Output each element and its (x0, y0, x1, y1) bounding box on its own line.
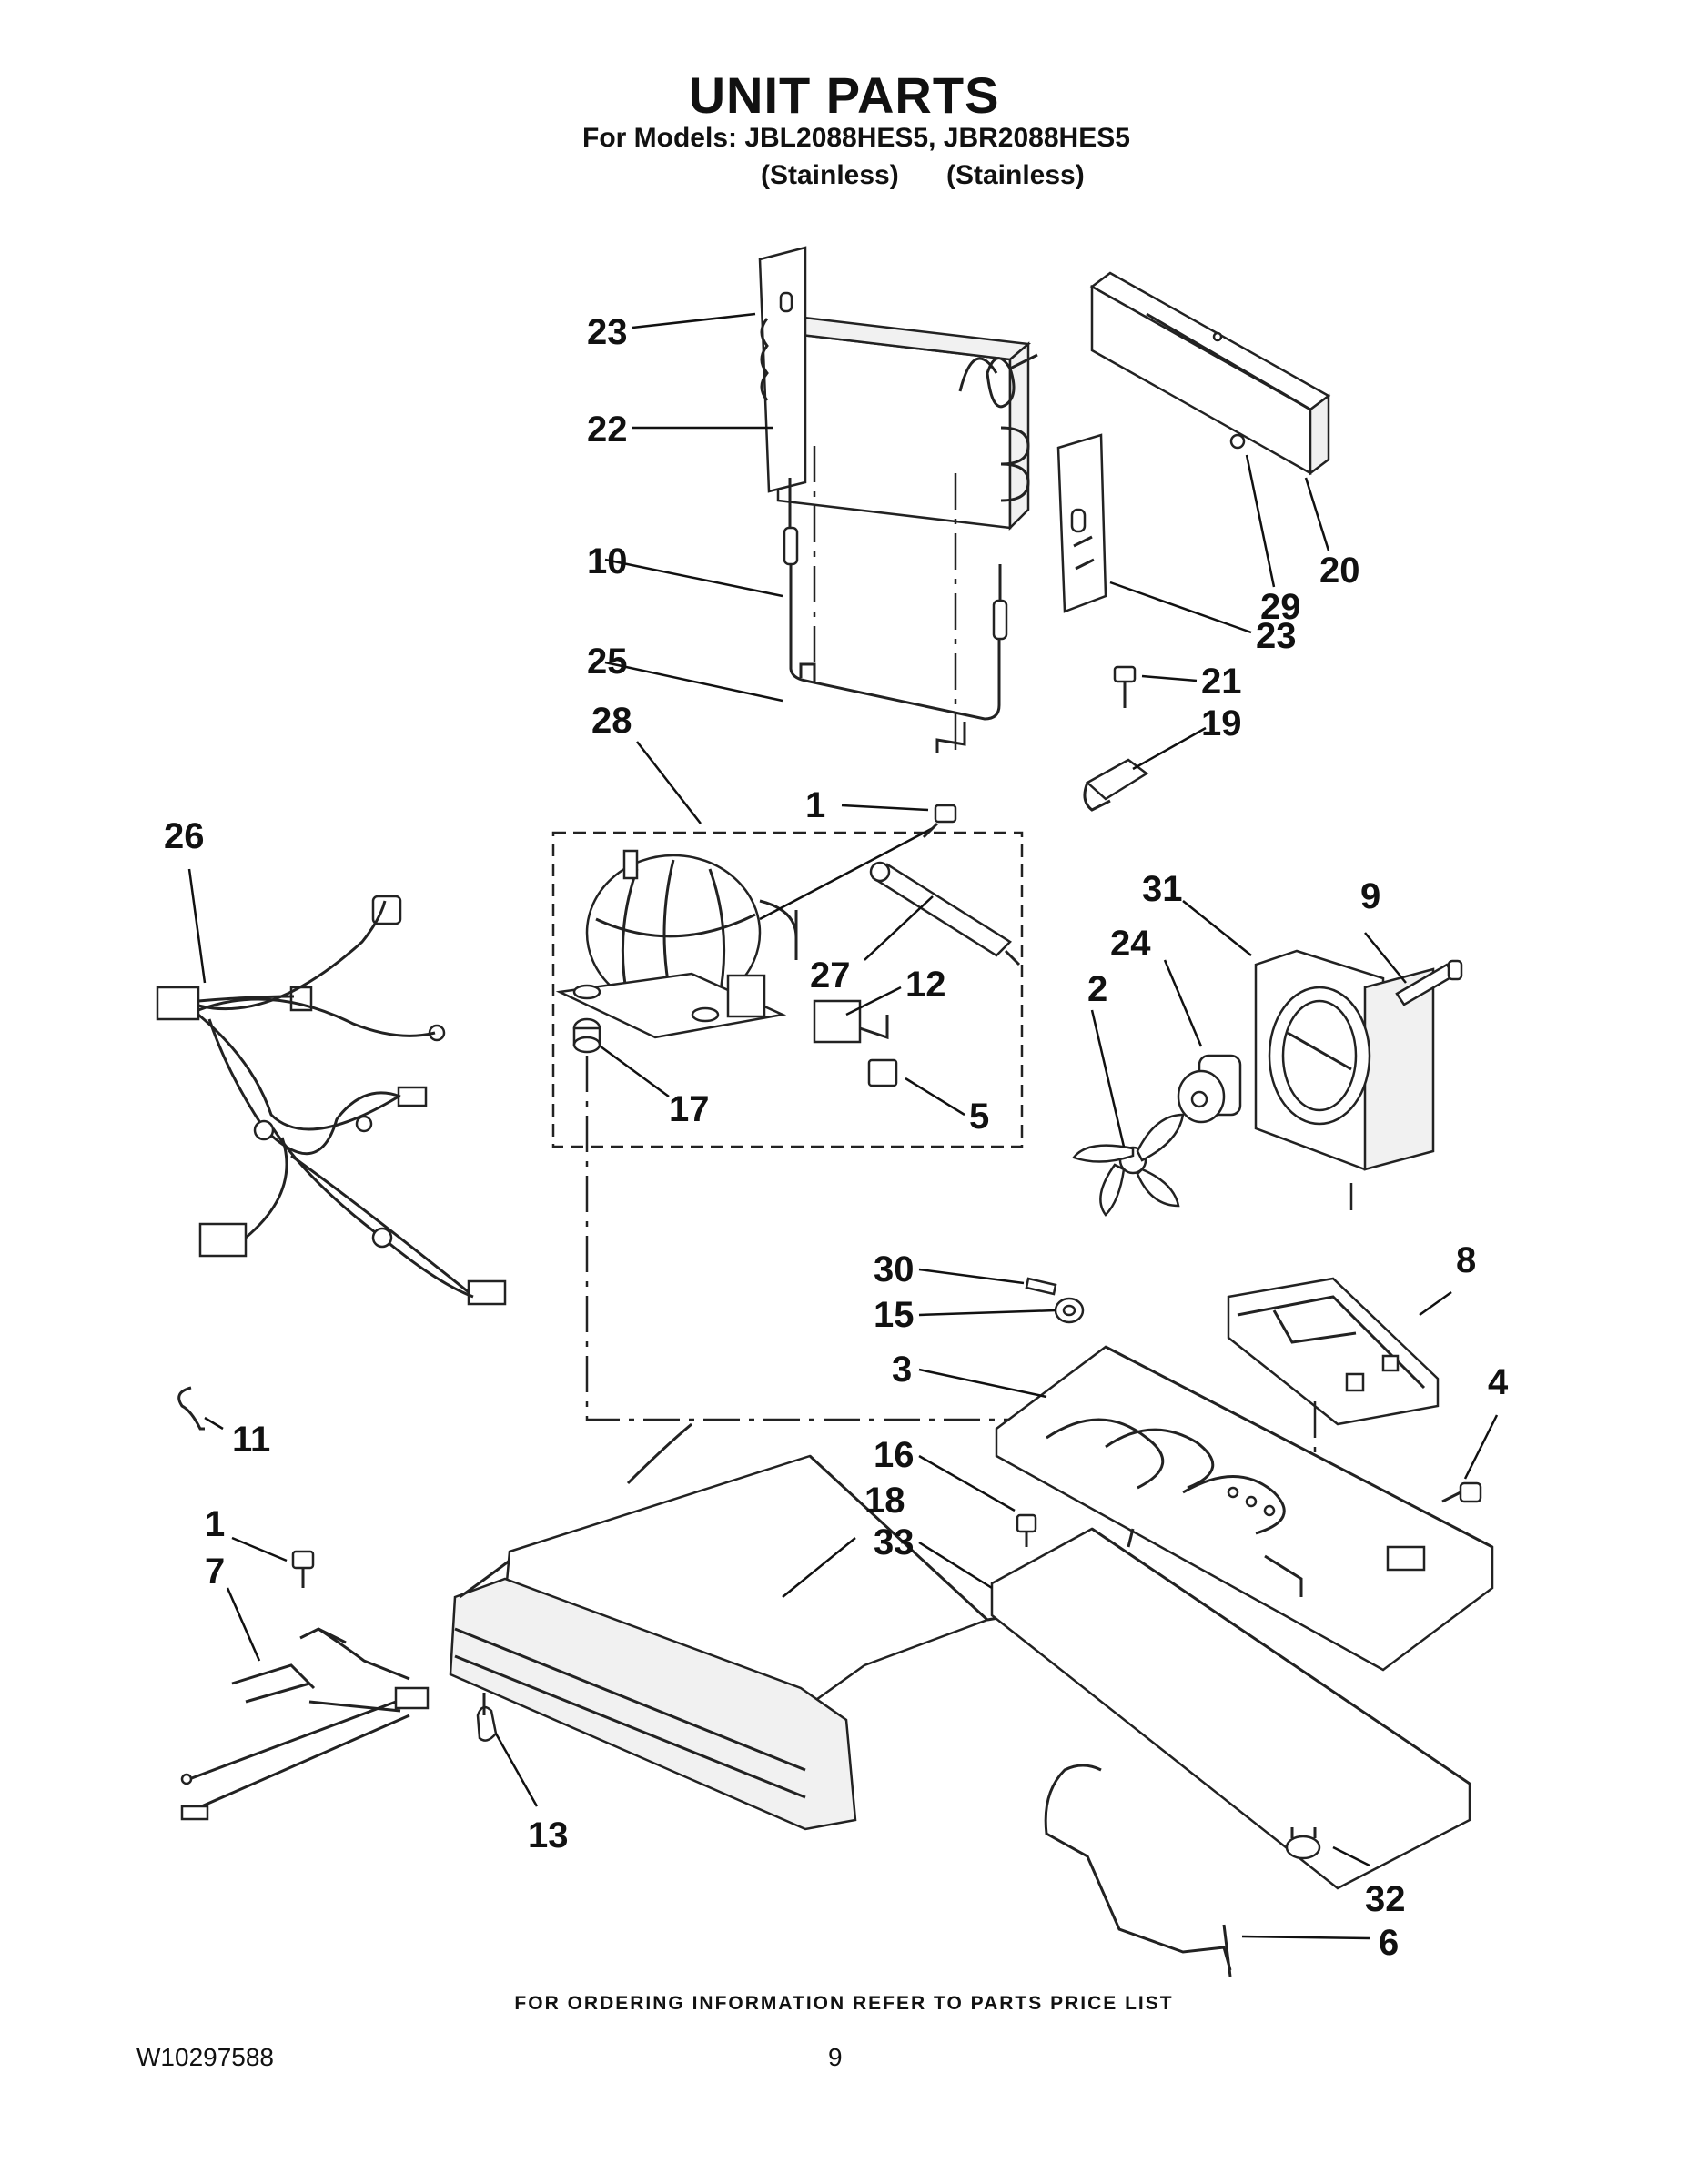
callout-2: 2 (1087, 969, 1107, 1009)
bracket-8 (1227, 1277, 1440, 1426)
screw-1-top (922, 804, 957, 839)
callout-20: 20 (1319, 551, 1360, 591)
callout-23b: 23 (1256, 616, 1297, 656)
ordering-note: FOR ORDERING INFORMATION REFER TO PARTS … (514, 1993, 1174, 2014)
grommet-30 (1025, 1277, 1057, 1296)
callout-28: 28 (591, 701, 632, 741)
grommet-15 (1054, 1297, 1085, 1324)
model-list: For Models: JBL2088HES5, JBR2088HES5 (582, 123, 1130, 153)
callout-30: 30 (874, 1249, 915, 1289)
evaporator-cover-20 (1089, 271, 1331, 476)
callout-25: 25 (587, 642, 628, 682)
callout-5: 5 (969, 1097, 989, 1137)
callout-22: 22 (587, 410, 628, 450)
defrost-heater-10 (783, 478, 1008, 721)
screw-21 (1113, 665, 1137, 708)
screw-1-lower (291, 1550, 315, 1588)
callout-3: 3 (892, 1350, 912, 1390)
clamp-13 (476, 1693, 498, 1742)
drain-tube-6 (1044, 1764, 1232, 1977)
clip-11 (177, 1386, 205, 1431)
callout-11: 11 (232, 1420, 270, 1460)
page-title: UNIT PARTS (688, 66, 1000, 124)
callout-24: 24 (1110, 924, 1151, 964)
callout-1a: 1 (805, 785, 825, 825)
callout-33: 33 (874, 1522, 915, 1562)
callout-26: 26 (164, 816, 205, 856)
condenser-18 (449, 1422, 1016, 1831)
callout-9: 9 (1360, 876, 1380, 916)
compressor-base-3 (995, 1345, 1494, 1672)
callout-labels: 23 22 10 25 28 1 26 27 12 17 5 20 29 23 … (164, 312, 1509, 1963)
callout-18: 18 (864, 1481, 905, 1521)
screw-9 (1395, 959, 1463, 1006)
compressor-assembly-28-boundary (551, 831, 1024, 1148)
callout-13: 13 (528, 1815, 569, 1855)
screw-29 (1229, 433, 1246, 450)
callout-1b: 1 (205, 1504, 225, 1544)
callout-10: 10 (587, 541, 628, 581)
evaporator-bracket-23-left (758, 246, 807, 493)
fan-shroud-31 (1254, 949, 1435, 1171)
condenser-shield-33 (990, 1527, 1471, 1890)
compressor-28 (555, 849, 798, 1039)
callout-32: 32 (1365, 1879, 1406, 1919)
callout-27: 27 (810, 956, 851, 996)
callout-12: 12 (905, 965, 946, 1005)
leader-lines (187, 312, 1499, 1940)
evaporator-bracket-23-right (1056, 433, 1107, 613)
callout-21: 21 (1201, 662, 1242, 702)
callout-7: 7 (205, 1552, 225, 1592)
callout-23a: 23 (587, 312, 628, 352)
callout-8: 8 (1456, 1240, 1476, 1280)
model-finish-2: (Stainless) (946, 160, 1085, 190)
callout-19: 19 (1201, 703, 1242, 743)
drier-27 (869, 861, 1021, 966)
screw-16 (1016, 1513, 1037, 1547)
callout-4: 4 (1488, 1362, 1509, 1402)
evaporator-coil-22 (775, 315, 1038, 531)
model-finish-1: (Stainless) (761, 160, 899, 190)
callout-16: 16 (874, 1435, 915, 1475)
cover-5 (867, 1058, 898, 1087)
evaporator-bracket-25 (799, 662, 966, 753)
callout-6: 6 (1379, 1923, 1399, 1963)
callout-31: 31 (1142, 869, 1183, 909)
wiring-harness-7 (180, 1627, 430, 1821)
callout-15: 15 (874, 1295, 915, 1335)
document-number: W10297588 (136, 2043, 275, 2071)
clip-19 (1083, 758, 1149, 812)
screw-4 (1441, 1481, 1482, 1503)
fan-blade-2 (1071, 1113, 1185, 1217)
grommet-17 (572, 1017, 601, 1054)
callout-29: 29 (1260, 587, 1301, 627)
page-number: 9 (828, 2043, 843, 2071)
overload-relay-12 (813, 999, 889, 1044)
wiring-harness-26 (156, 895, 507, 1306)
grommet-32 (1285, 1827, 1321, 1860)
fan-motor-24 (1177, 1054, 1242, 1124)
callout-17: 17 (669, 1089, 710, 1129)
